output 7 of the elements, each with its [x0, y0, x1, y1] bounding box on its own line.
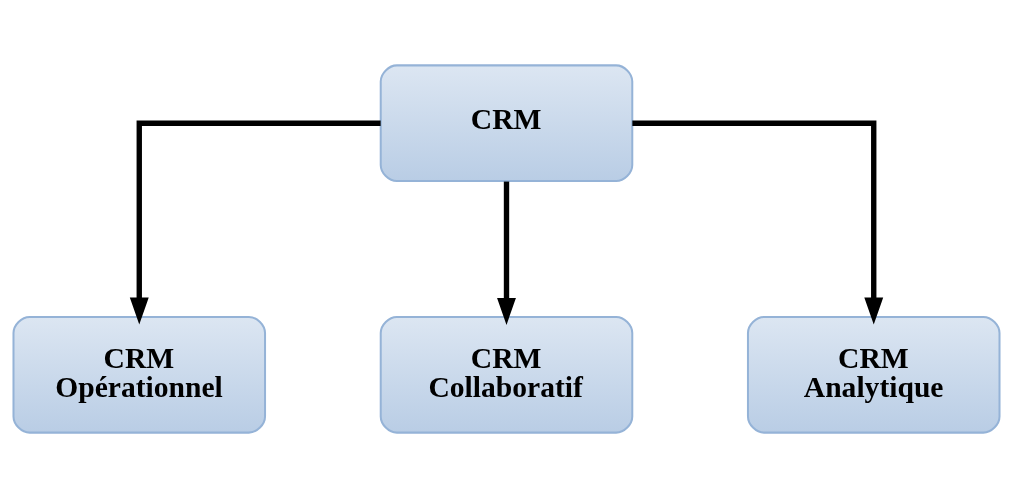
- node-box: CRM: [379, 63, 634, 182]
- arrow: [632, 120, 884, 325]
- node-box: CRM Analytique: [746, 315, 1001, 434]
- arrow: [129, 120, 381, 325]
- arrow: [497, 181, 516, 325]
- node-box: CRM Opérationnel: [12, 315, 267, 434]
- node-box: CRM Collaboratif: [379, 315, 634, 434]
